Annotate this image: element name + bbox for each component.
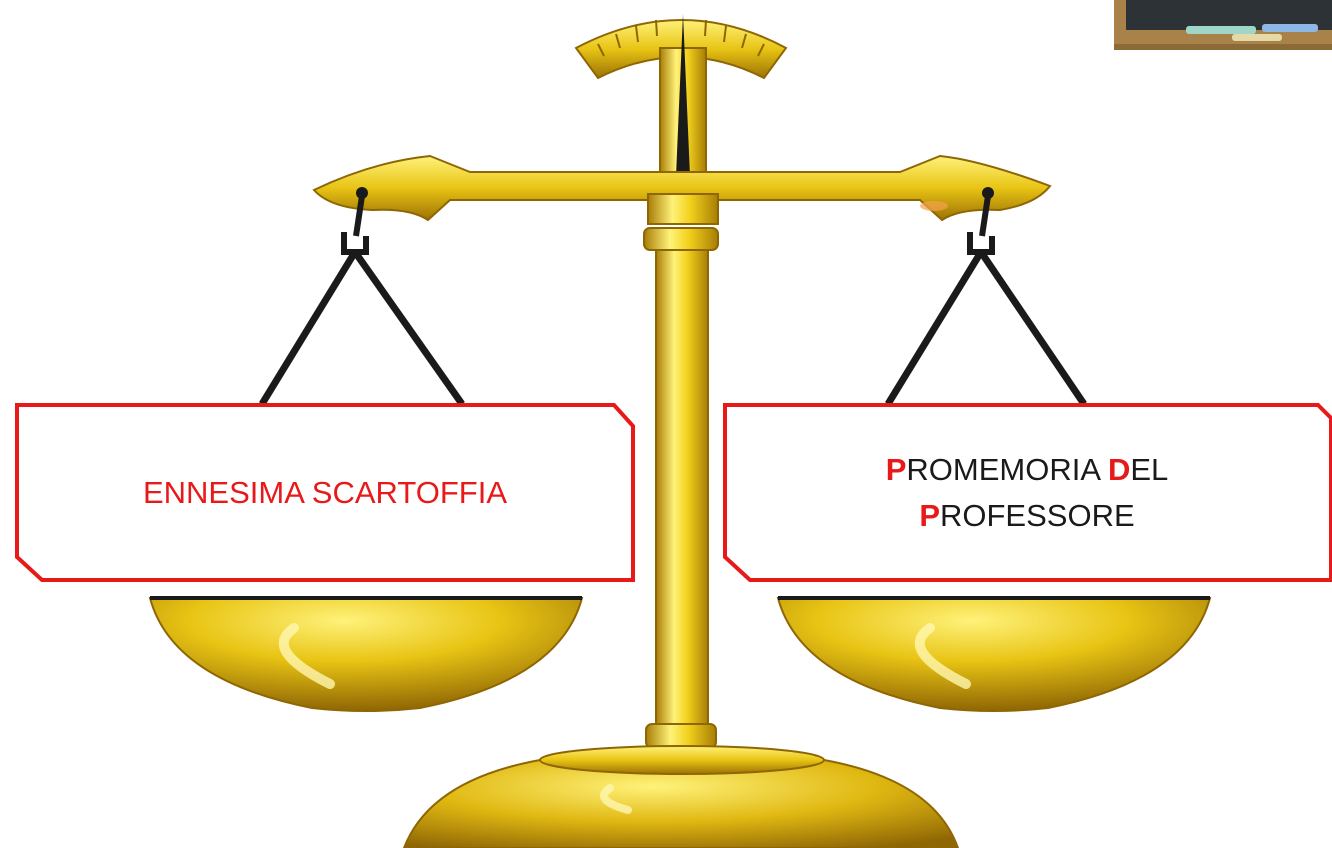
left-hanger-icon <box>259 195 465 407</box>
right-hanger-icon <box>885 195 1087 406</box>
word-fragment: ROMEMORIA <box>906 451 1108 487</box>
initial-letter: P <box>885 451 907 487</box>
left-pan-icon <box>148 596 584 712</box>
right-label-line-1: PROMEMORIA DEL <box>886 447 1169 493</box>
word-fragment: EL <box>1130 451 1169 487</box>
right-pan-icon <box>776 596 1212 712</box>
initial-letter: D <box>1107 451 1131 487</box>
right-pan-label: PROMEMORIA DEL PROFESSORE <box>722 402 1332 583</box>
left-pan-label: ENNESIMA SCARTOFFIA <box>14 402 636 583</box>
right-label-text: PROMEMORIA DEL PROFESSORE <box>886 447 1169 539</box>
initial-letter: P <box>919 497 940 533</box>
label-frame-icon <box>723 403 1332 582</box>
scale-base-icon <box>402 745 960 848</box>
right-label-line-2: PROFESSORE <box>886 493 1169 539</box>
chalkboard-photo-icon <box>1114 0 1332 50</box>
needle-icon <box>676 14 690 176</box>
left-label-text: ENNESIMA SCARTOFFIA <box>142 474 508 510</box>
word-fragment: ROFESSORE <box>940 497 1135 533</box>
label-frame-icon <box>15 403 635 582</box>
